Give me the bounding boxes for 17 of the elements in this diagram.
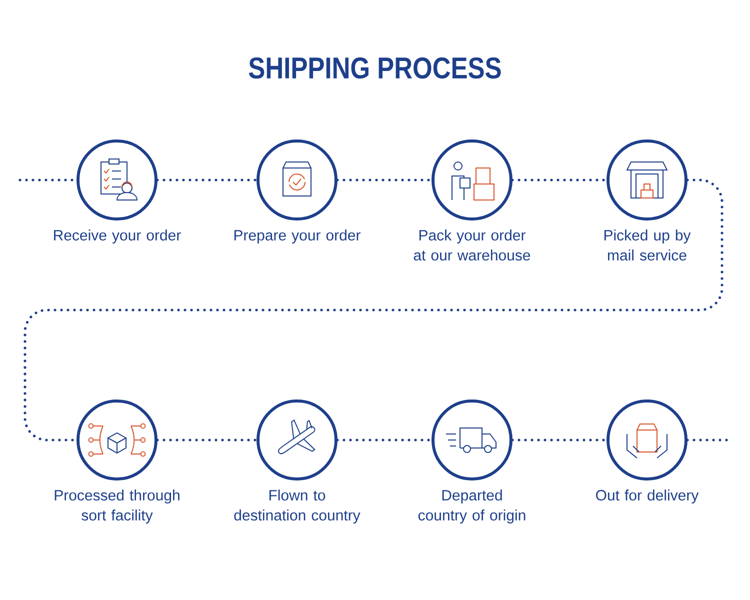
title: SHIPPING PROCESS <box>248 57 501 79</box>
step-circle <box>76 400 158 480</box>
step-circle <box>432 140 512 220</box>
step-label: Processed through sort facility <box>54 490 180 524</box>
step-circle <box>606 400 688 480</box>
step-label: Departed country of origin <box>418 490 526 524</box>
step-label: Pack your order at our warehouse <box>414 230 530 261</box>
step-label: Receive your order <box>54 230 181 244</box>
step-label: Flown to destination country <box>234 490 360 524</box>
step-circle <box>256 400 338 480</box>
step-circle <box>256 140 338 220</box>
step-label: Out for delivery <box>596 490 699 504</box>
step-label: Prepare your order <box>234 230 360 244</box>
step-circle <box>432 400 512 480</box>
step-circle <box>76 140 158 220</box>
step-circle <box>606 140 688 220</box>
step-label: Picked up by mail service <box>604 230 691 261</box>
